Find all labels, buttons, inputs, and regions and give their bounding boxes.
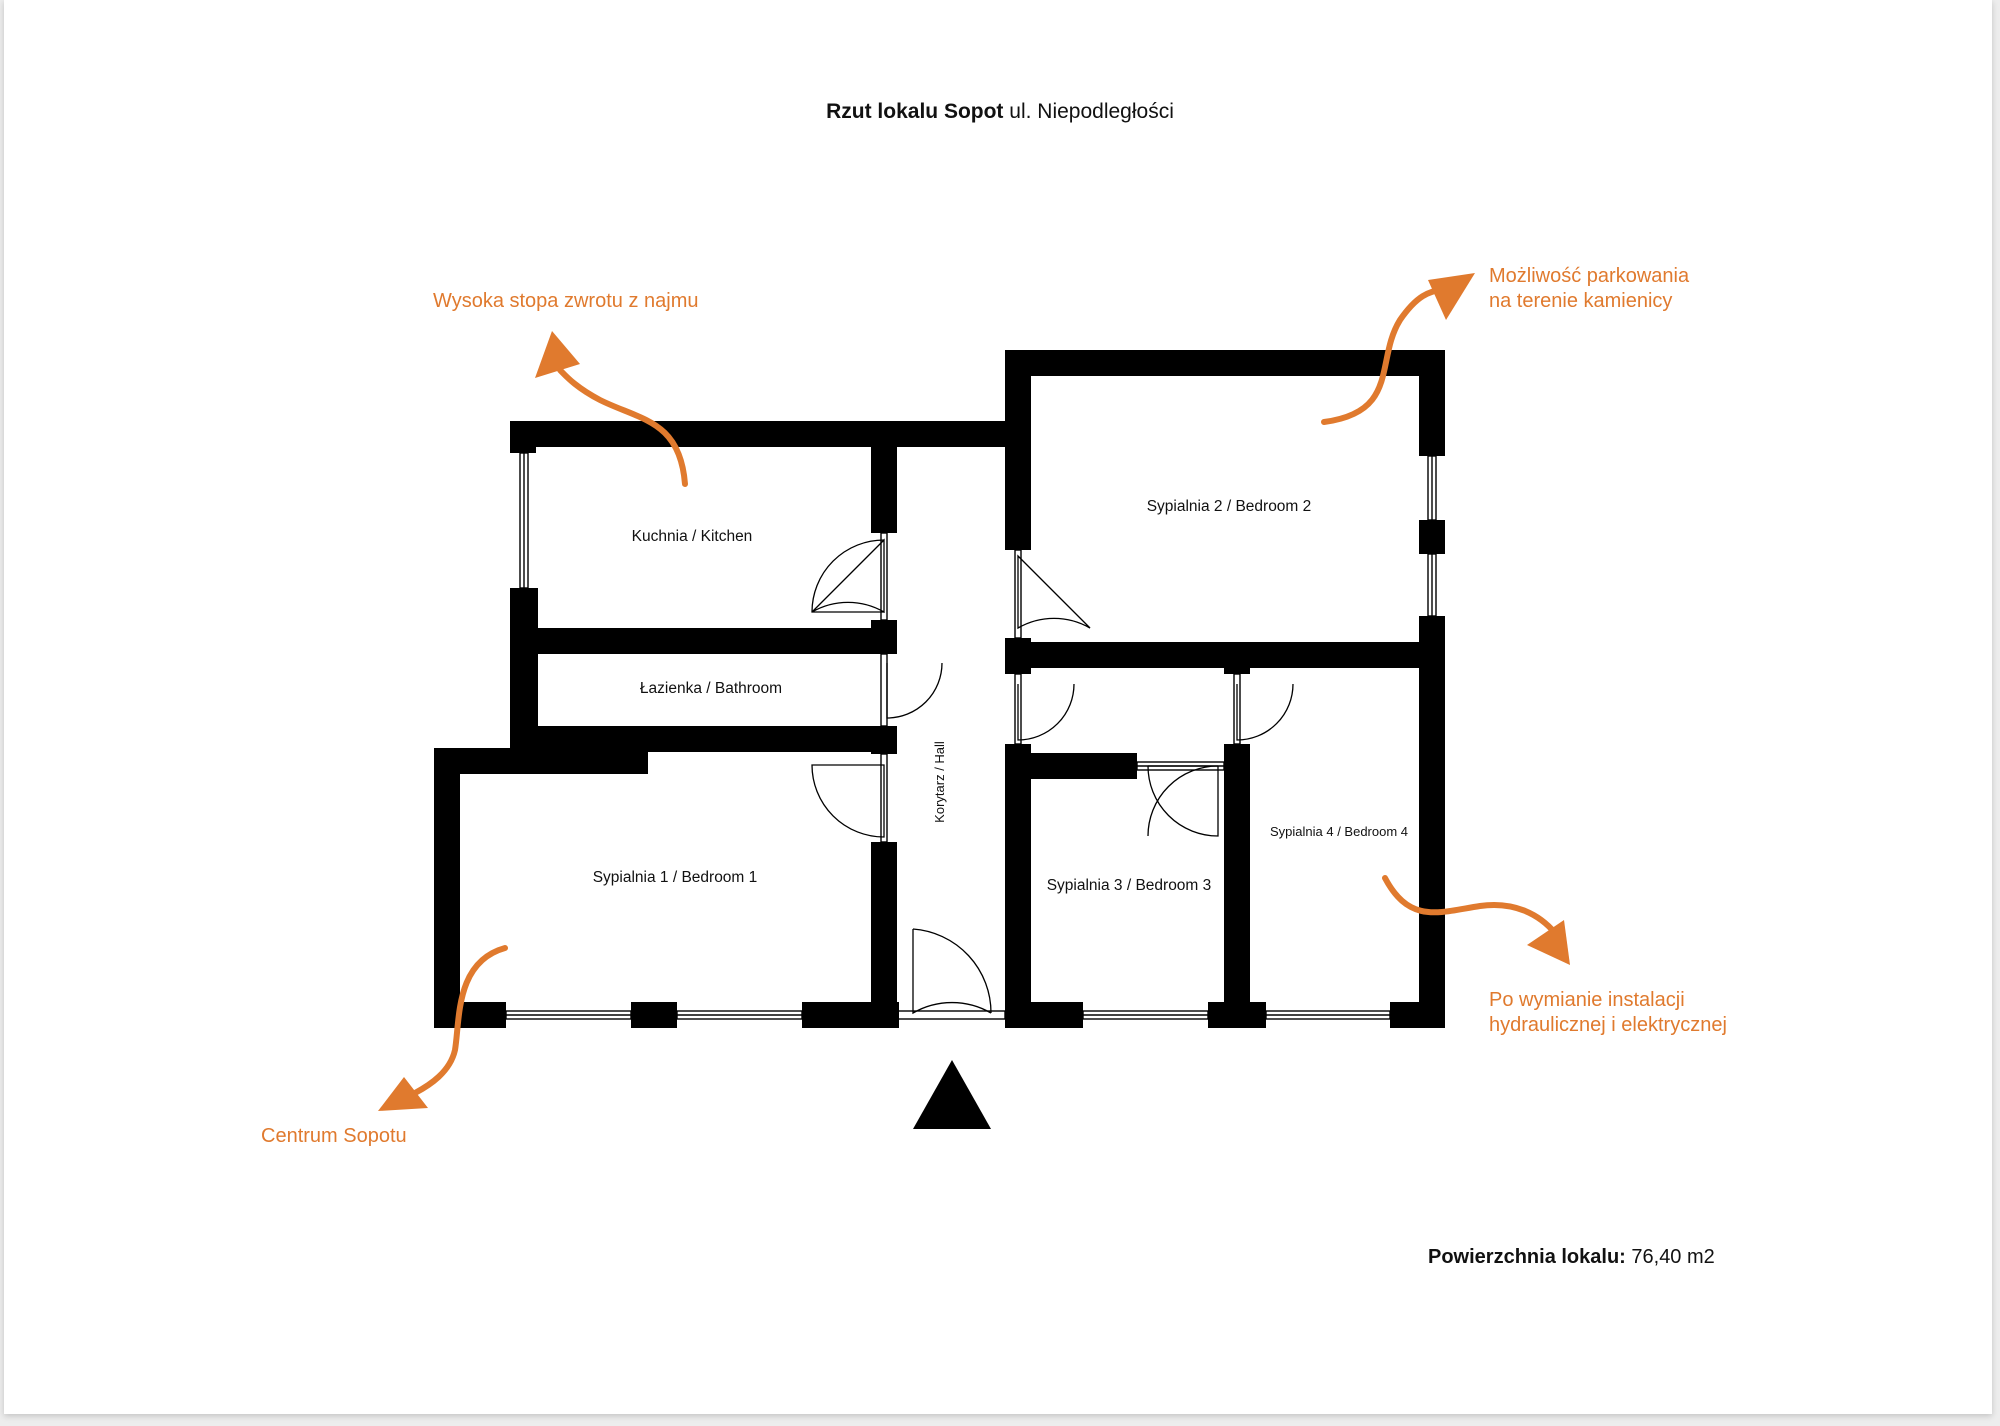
annotation-arrows <box>412 287 1558 1096</box>
note-parking-line-2: na terenie kamienicy <box>1489 290 1673 312</box>
arrowhead-bottom-left <box>378 1077 428 1111</box>
arrowhead-bottom-right <box>1527 920 1570 965</box>
room-label-bedroom-1: Sypialnia 1 / Bedroom 1 <box>593 869 758 886</box>
arrow-bottom-left <box>412 945 508 1096</box>
plan-title: Rzut lokalu Sopot ul. Niepodległości <box>0 100 2000 124</box>
windows <box>505 452 1437 1020</box>
arrow-top-right <box>1321 287 1443 425</box>
triangle-up-icon <box>913 1060 991 1129</box>
door-swings <box>811 538 1294 1015</box>
area-label: Powierzchnia lokalu: <box>1428 1246 1626 1268</box>
arrow-bottom-right <box>1382 875 1558 936</box>
area-summary: Powierzchnia lokalu: 76,40 m2 <box>1428 1246 1715 1269</box>
arrowhead-top-right <box>1428 273 1475 320</box>
floor-plan-sheet <box>4 0 1992 1414</box>
room-label-bedroom-4: Sypialnia 4 / Bedroom 4 <box>1270 824 1408 839</box>
note-city-centre-text: Centrum Sopotu <box>261 1125 407 1147</box>
note-parking-line-1: Możliwość parkowania <box>1489 265 1690 287</box>
room-label-bedroom-3: Sypialnia 3 / Bedroom 3 <box>1047 877 1212 894</box>
area-value: 76,40 m2 <box>1625 1246 1715 1268</box>
walls <box>434 350 1445 1028</box>
note-installations-line-2: hydraulicznej i elektrycznej <box>1489 1014 1727 1036</box>
room-label-hall: Korytarz / Hall <box>932 741 947 823</box>
arrow-top-left <box>557 367 688 487</box>
note-installations: Po wymianie instalacji hydraulicznej i e… <box>1489 988 1727 1038</box>
room-label-bedroom-2: Sypialnia 2 / Bedroom 2 <box>1147 498 1312 515</box>
room-label-bathroom: Łazienka / Bathroom <box>640 680 782 697</box>
note-installations-line-1: Po wymianie instalacji <box>1489 989 1685 1011</box>
plan-title-bold: Rzut lokalu Sopot <box>826 100 1004 123</box>
room-label-kitchen: Kuchnia / Kitchen <box>632 528 753 545</box>
note-city-centre: Centrum Sopotu <box>261 1124 407 1149</box>
arrowhead-top-left <box>535 331 580 378</box>
note-high-return-text: Wysoka stopa zwrotu z najmu <box>433 290 699 312</box>
note-parking: Możliwość parkowania na terenie kamienic… <box>1489 264 1689 314</box>
plan-title-address: ul. Niepodległości <box>1003 100 1174 123</box>
note-high-return: Wysoka stopa zwrotu z najmu <box>433 289 698 314</box>
arrow-heads <box>378 273 1570 1111</box>
